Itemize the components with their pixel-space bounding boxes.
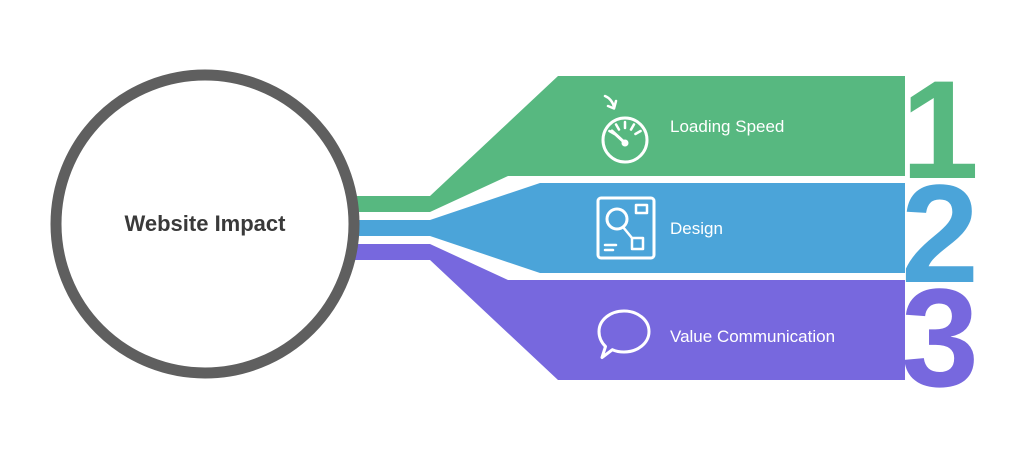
circle-shape xyxy=(50,69,360,379)
diagram-title: Website Impact xyxy=(125,211,287,236)
item-number-2: 2 xyxy=(901,155,979,312)
item-number-3: 3 xyxy=(901,259,979,416)
speedometer-icon xyxy=(601,94,649,164)
ribbon-design: 2 Design xyxy=(352,155,979,312)
speech-bubble-icon xyxy=(597,309,651,359)
item-number-1: 1 xyxy=(901,51,979,208)
ribbon-shape-design xyxy=(352,183,905,273)
ribbon-loading-speed: 1 Loading Speed xyxy=(352,51,979,212)
item-label-loading-speed: Loading Speed xyxy=(670,117,784,136)
ribbon-shape-loading-speed xyxy=(352,76,905,212)
item-label-value-communication: Value Communication xyxy=(670,327,835,346)
item-label-design: Design xyxy=(670,219,723,238)
website-impact-circle: Website Impact xyxy=(50,69,360,379)
design-icon xyxy=(596,196,656,260)
ribbon-value-communication: 3 Value Communication xyxy=(352,244,979,416)
